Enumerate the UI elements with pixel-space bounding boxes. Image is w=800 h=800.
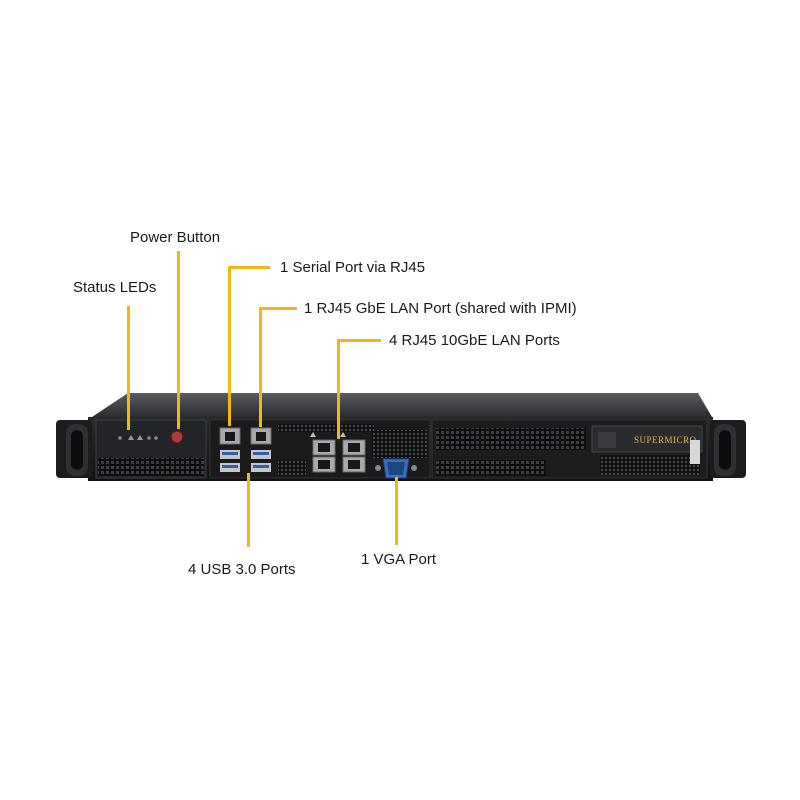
callout-line-status-vertical <box>127 306 130 430</box>
left-rack-ear <box>56 420 92 478</box>
callout-line-power-vertical <box>177 251 180 429</box>
label-vga-port: 1 VGA Port <box>361 551 437 568</box>
status-led-group <box>118 435 158 440</box>
callout-line-10gbe-vertical <box>337 339 340 439</box>
usb-ports <box>220 450 271 472</box>
right-rack-ear <box>710 420 746 478</box>
callout-line-10gbe-horizontal <box>337 339 381 342</box>
label-power-button: Power Button <box>130 229 221 246</box>
label-serial-port: 1 Serial Port via RJ45 <box>280 259 426 276</box>
supermicro-logo: SUPERMICRO <box>634 435 697 445</box>
label-gbe-lan: 1 RJ45 GbE LAN Port (shared with IPMI) <box>304 300 577 317</box>
label-10gbe-lan: 4 RJ45 10GbE LAN Ports <box>389 332 560 349</box>
power-button-graphic <box>170 430 184 444</box>
label-status-leds: Status LEDs <box>73 279 157 296</box>
io-block <box>209 419 431 479</box>
callout-line-vga-vertical <box>395 477 398 545</box>
callout-line-usb-vertical <box>247 473 250 547</box>
chassis-top-cover <box>92 393 712 417</box>
callout-line-gbe-vertical <box>259 307 262 427</box>
callout-line-serial-vertical <box>228 266 231 426</box>
callout-line-serial-horizontal <box>228 266 270 269</box>
vga-port-graphic <box>375 458 417 479</box>
control-panel <box>95 419 207 479</box>
right-front-section <box>431 419 708 479</box>
tengbe-rj45-ports <box>310 432 366 473</box>
label-usb-ports: 4 USB 3.0 Ports <box>188 561 296 578</box>
service-tag <box>690 440 700 464</box>
callout-line-gbe-horizontal <box>259 307 297 310</box>
